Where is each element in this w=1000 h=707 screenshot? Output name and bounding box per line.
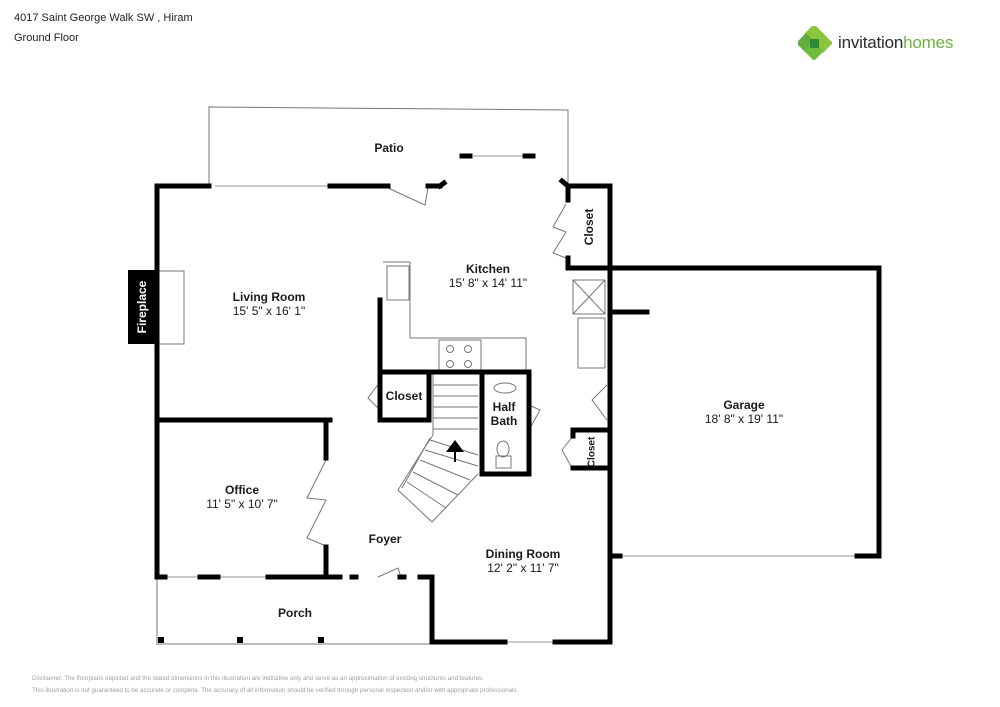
- room-patio: Patio: [374, 141, 404, 156]
- fireplace-block: [128, 270, 156, 344]
- disclaimer-line-1: Disclaimer: The floorplans depicted and …: [32, 675, 484, 682]
- floor-label: Ground Floor: [14, 32, 79, 44]
- logo-mark-icon: [798, 26, 832, 60]
- room-closet-stair: Closet: [385, 389, 423, 404]
- disclaimer-line-2: This illustration is not guaranteed to b…: [32, 687, 519, 694]
- logo-wordmark: invitationhomes: [838, 33, 954, 52]
- room-closet-top: Closet: [582, 208, 596, 246]
- room-closet-garage: Closet: [586, 436, 598, 468]
- room-porch: Porch: [277, 606, 313, 621]
- room-fireplace: Fireplace: [135, 280, 149, 334]
- brand-logo: invitationhomes: [798, 26, 953, 60]
- room-foyer: Foyer: [368, 532, 402, 547]
- property-address: 4017 Saint George Walk SW , Hiram: [14, 12, 193, 24]
